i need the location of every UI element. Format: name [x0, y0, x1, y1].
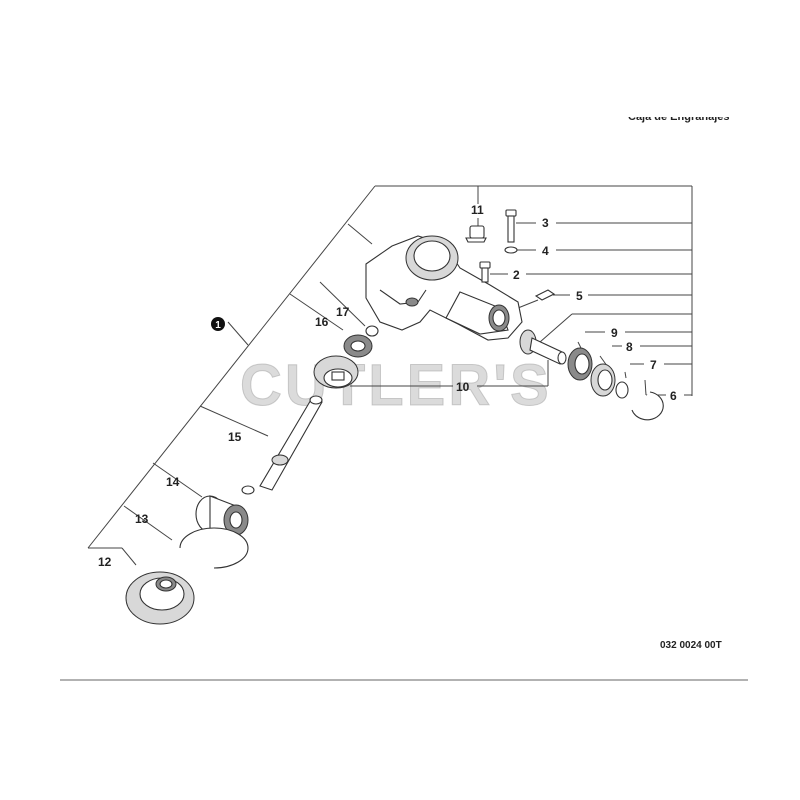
o-ring: [365, 325, 379, 337]
washer: [504, 246, 518, 254]
bottom-cover: [125, 571, 195, 625]
spacer-ring: [615, 381, 629, 399]
assembly-bracket: [87, 185, 693, 549]
callout-3: 3: [542, 216, 549, 230]
pinion-shaft: [519, 329, 567, 365]
bearing-small: [567, 347, 593, 381]
gear-housing: [365, 235, 523, 341]
bearing-upper: [343, 334, 373, 358]
callout-13: 13: [135, 512, 149, 526]
callout-7: 7: [650, 358, 657, 372]
callout-labels: 1 11 3 4 2 5 9 8 7 6 10 17 16 15 14 13 1…: [98, 203, 677, 569]
callout-14: 14: [166, 475, 180, 489]
callout-11: 11: [471, 203, 484, 217]
callout-10: 10: [456, 380, 470, 394]
callout-2: 2: [513, 268, 520, 282]
output-shaft: [241, 395, 323, 495]
callout-12: 12: [98, 555, 112, 569]
bevel-gear: [313, 355, 359, 389]
snap-ring-large: [179, 527, 249, 569]
callout-15: 15: [228, 430, 242, 444]
bolt-short: [479, 261, 491, 283]
assembly-callout-label: 1: [215, 320, 221, 331]
bolt-long: [505, 209, 517, 243]
plug-screw: [465, 225, 487, 243]
callout-6: 6: [670, 389, 677, 403]
callout-8: 8: [626, 340, 633, 354]
callout-9: 9: [611, 326, 618, 340]
key: [534, 289, 556, 301]
callout-5: 5: [576, 289, 583, 303]
callout-16: 16: [315, 315, 329, 329]
page-title: Caja de Engranajes: [628, 111, 730, 123]
callout-4: 4: [542, 244, 549, 258]
callout-17: 17: [336, 305, 350, 319]
diagram-code: 032 0024 00T: [660, 640, 722, 651]
bearing-large: [590, 363, 616, 397]
snap-ring-small: [631, 391, 664, 421]
